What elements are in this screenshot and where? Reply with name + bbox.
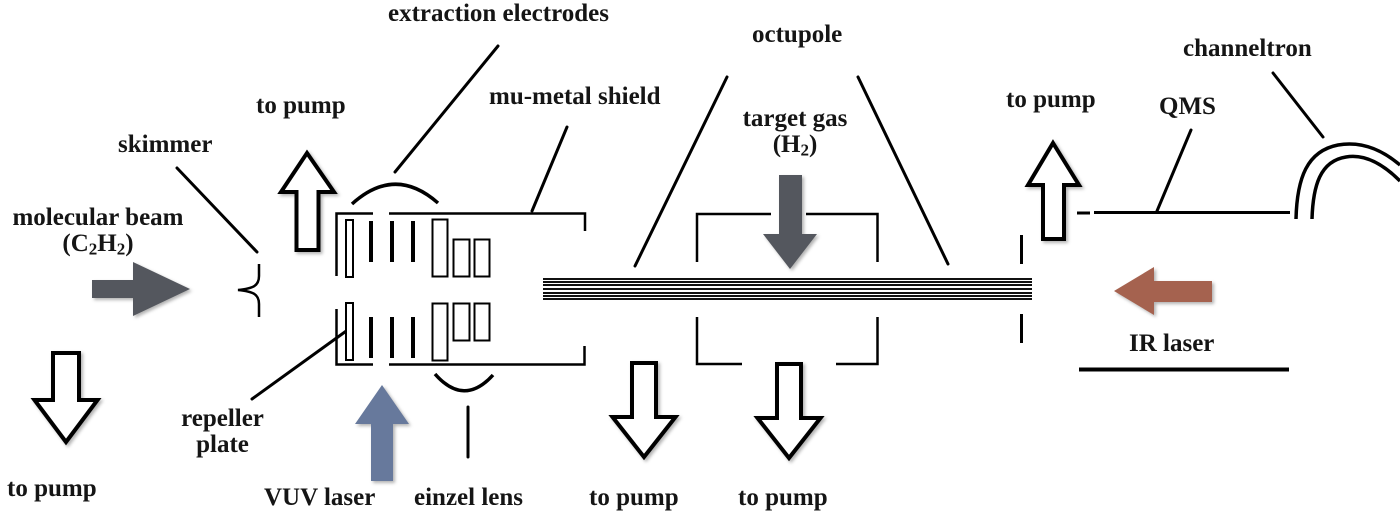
einzel-lens-electrodes bbox=[431, 218, 491, 362]
shield-bottom-right-segment bbox=[389, 346, 586, 366]
label-to-pump-bottom-center-right: to pump bbox=[738, 484, 828, 511]
pump-arrow-up-top-left-icon bbox=[277, 149, 338, 252]
mu-metal-shield-outline bbox=[335, 212, 587, 366]
label-skimmer: skimmer bbox=[118, 131, 213, 158]
octupole-pointer-line-left bbox=[633, 75, 729, 268]
octupole-pointer-line-right bbox=[856, 75, 950, 266]
repeller-plate-top bbox=[345, 219, 354, 278]
pointer-lines bbox=[175, 44, 1325, 459]
repeller-plate-pointer-line bbox=[250, 327, 351, 401]
repeller-plate-bottom bbox=[345, 302, 354, 361]
label-ir-laser: IR laser bbox=[1129, 330, 1215, 357]
pump-arrow-down-center-right-icon bbox=[753, 362, 825, 462]
cage-top-left bbox=[695, 212, 771, 262]
vuv-laser-arrow-icon bbox=[355, 385, 409, 481]
pump-arrow-down-bottom-left-icon bbox=[30, 351, 102, 446]
cage-bottom-left bbox=[695, 317, 742, 366]
qms-pointer-line bbox=[1155, 128, 1193, 213]
extraction-electrode-stack bbox=[345, 182, 495, 393]
skimmer-cone bbox=[237, 264, 261, 317]
cage-top-right bbox=[806, 212, 879, 262]
mu-metal-shield-pointer-line bbox=[530, 125, 569, 213]
shield-top-right-segment bbox=[389, 212, 587, 231]
pump-arrow-up-top-right-icon bbox=[1024, 139, 1083, 241]
shield-top-left-segment bbox=[335, 212, 373, 276]
label-einzel-lens: einzel lens bbox=[414, 484, 524, 511]
label-to-pump-bottom-left: to pump bbox=[7, 475, 97, 502]
label-channeltron: channeltron bbox=[1183, 35, 1312, 62]
extraction-electrodes-pointer-line bbox=[393, 44, 500, 174]
octupole-rods bbox=[543, 278, 1032, 300]
label-molecular-beam: molecular beam (C2H2) bbox=[12, 204, 184, 259]
skimmer-pointer-line bbox=[175, 166, 259, 254]
top-electrode-arc bbox=[350, 182, 440, 206]
label-to-pump-bottom-center-left: to pump bbox=[589, 484, 679, 511]
shield-bottom-left-segment bbox=[335, 309, 373, 366]
einzel-lens-arc bbox=[433, 372, 495, 393]
label-octupole: octupole bbox=[752, 21, 843, 48]
label-qms: QMS bbox=[1159, 93, 1216, 120]
label-extraction-electrodes: extraction electrodes bbox=[388, 0, 609, 27]
extraction-electrode-bars bbox=[369, 221, 415, 358]
qms-axis-line bbox=[1077, 211, 1290, 215]
octupole-cage-outline bbox=[695, 212, 879, 366]
label-repeller-plate: repeller plate bbox=[181, 405, 264, 458]
label-to-pump-top-right: to pump bbox=[1006, 86, 1096, 113]
label-to-pump-top-left: to pump bbox=[256, 92, 346, 119]
molecular-beam-formula: (C2H2) bbox=[62, 230, 134, 259]
cage-bottom-right bbox=[836, 317, 879, 366]
target-gas-formula: (H2) bbox=[772, 131, 818, 160]
label-mu-metal-shield: mu-metal shield bbox=[489, 83, 661, 110]
label-vuv-laser: VUV laser bbox=[264, 484, 376, 511]
channeltron-pointer-line bbox=[1271, 71, 1325, 139]
molecular-beam-arrow-icon bbox=[92, 262, 190, 316]
target-gas-arrow-icon bbox=[763, 175, 817, 269]
ir-laser-arrow-icon bbox=[1114, 267, 1212, 315]
pump-arrows bbox=[30, 139, 1083, 462]
pump-arrow-down-center-left-icon bbox=[608, 361, 680, 461]
channeltron-horn bbox=[1294, 142, 1400, 220]
label-target-gas: target gas (H2) bbox=[742, 105, 848, 160]
